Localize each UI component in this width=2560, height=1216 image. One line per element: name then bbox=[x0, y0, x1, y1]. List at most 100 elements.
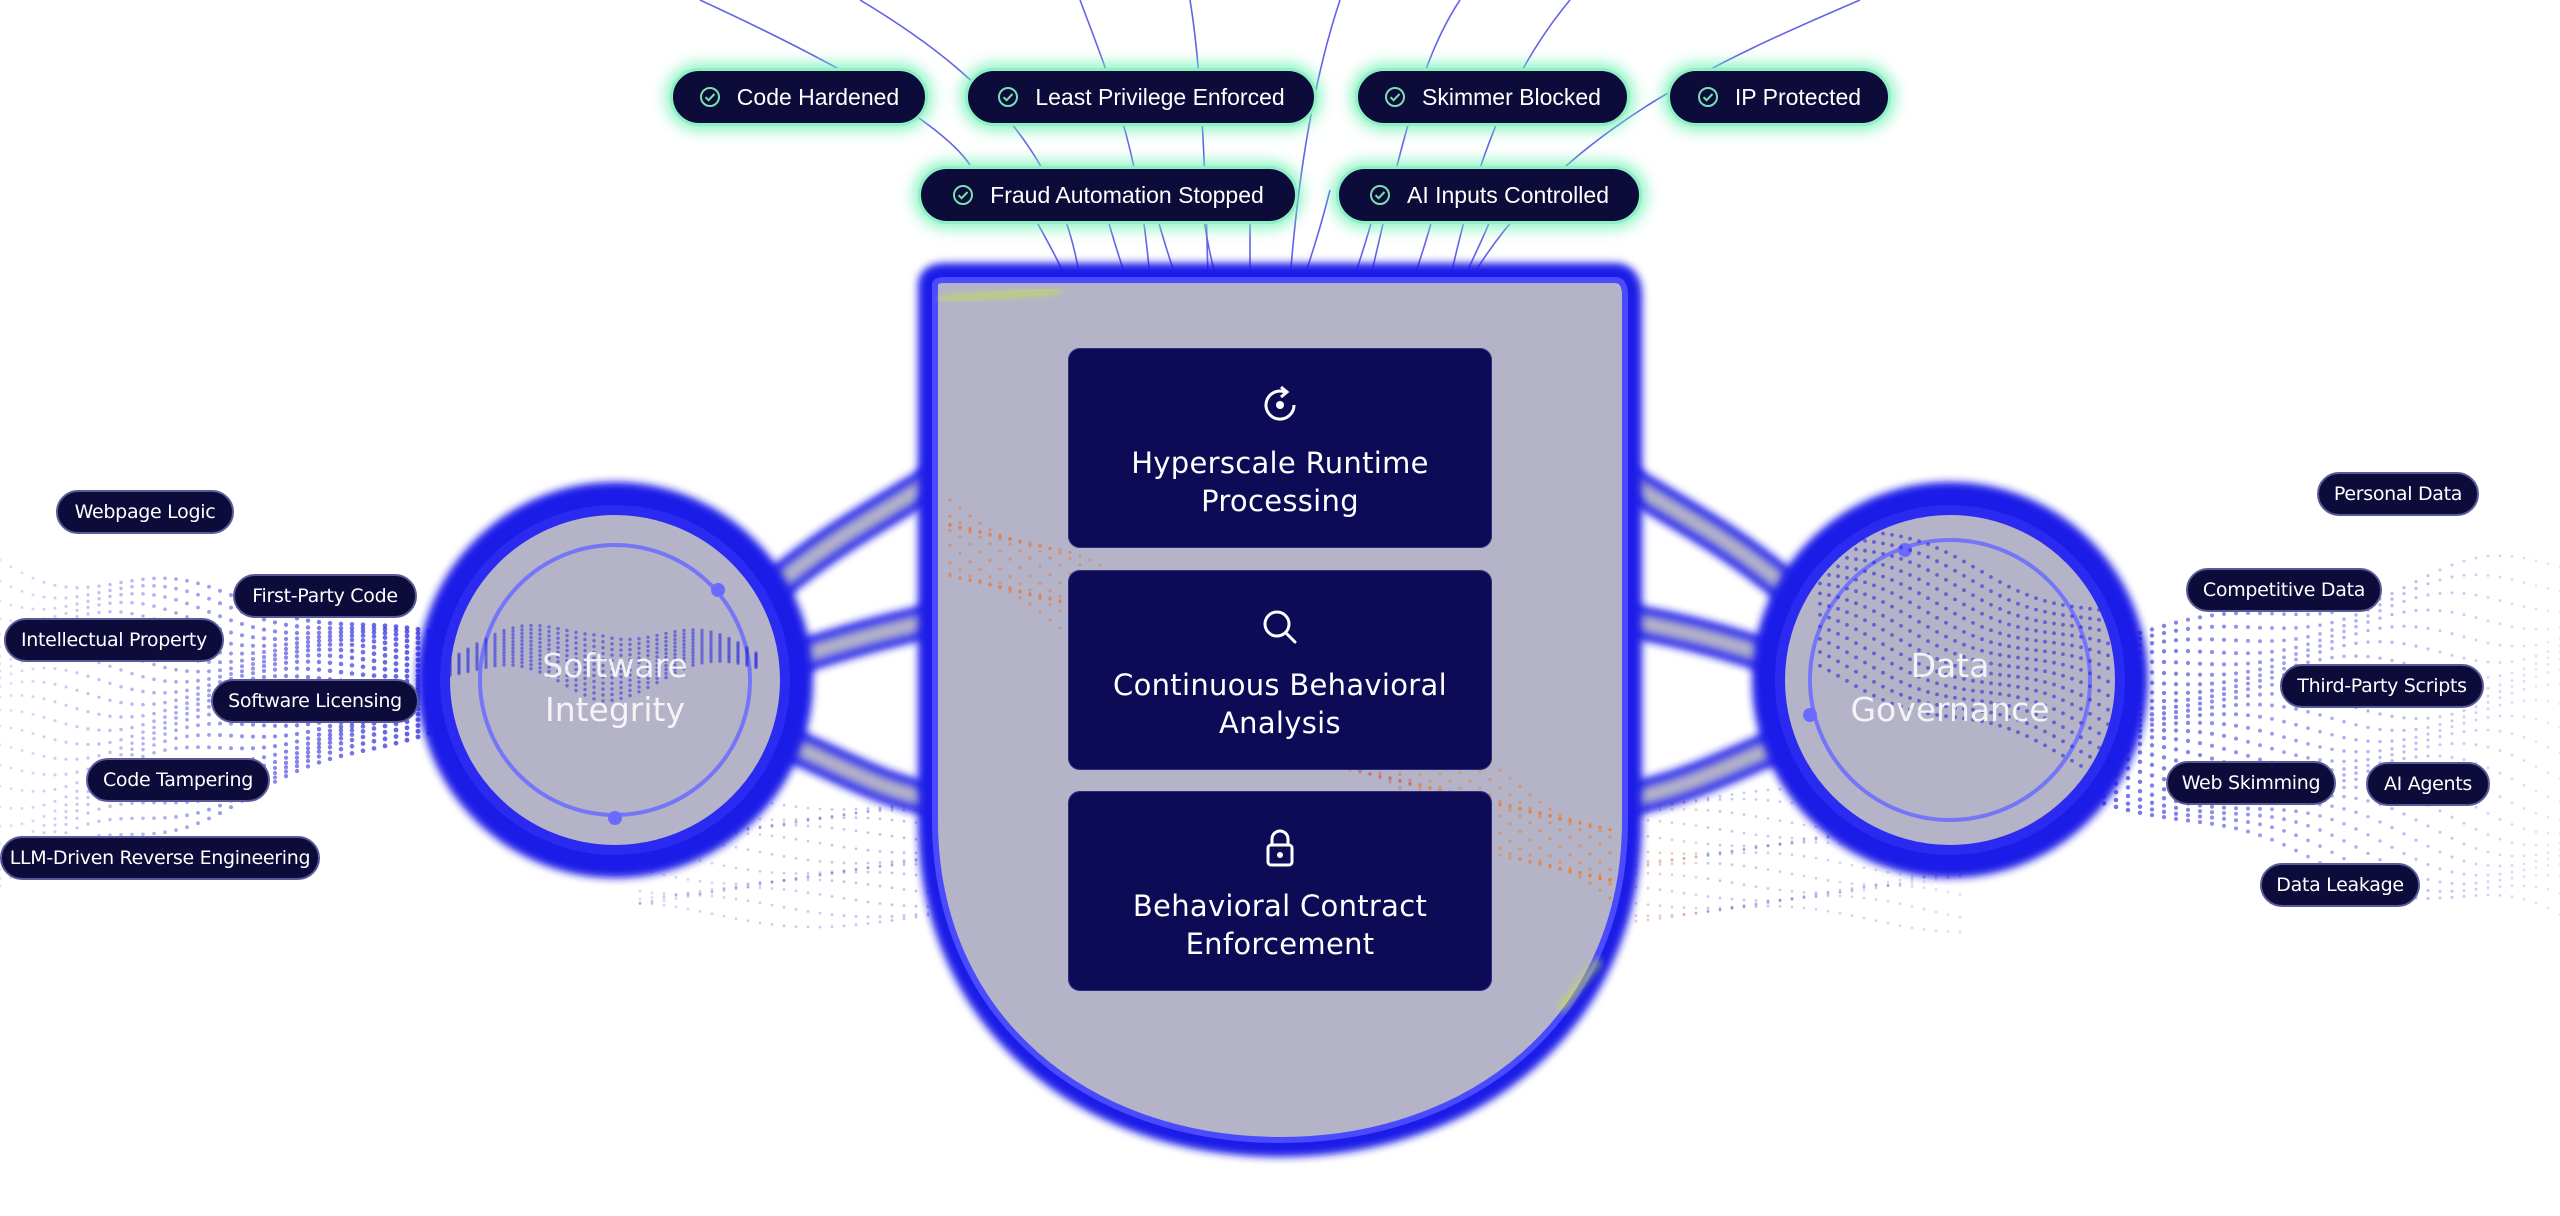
particle-dot bbox=[97, 819, 101, 823]
particle-dot bbox=[556, 626, 560, 631]
particle-dot bbox=[2438, 809, 2442, 813]
particle-dot bbox=[698, 879, 702, 883]
particle-dot bbox=[404, 656, 410, 662]
particle-dot bbox=[1568, 870, 1572, 874]
particle-dot bbox=[709, 651, 713, 656]
particle-dot bbox=[163, 732, 167, 736]
particle-dot bbox=[1368, 772, 1372, 777]
particle-dot bbox=[493, 649, 497, 654]
particle-dot bbox=[1428, 779, 1432, 783]
particle-dot bbox=[1578, 844, 1582, 848]
particle-dot bbox=[0, 884, 2, 888]
particle-dot bbox=[583, 654, 587, 658]
particle-dot bbox=[283, 642, 289, 647]
particle-dot bbox=[866, 848, 870, 852]
particle-dot bbox=[842, 869, 846, 873]
particle-dot bbox=[673, 633, 677, 638]
particle-dot bbox=[592, 691, 596, 695]
particle-dot bbox=[1670, 821, 1674, 824]
particle-dot bbox=[1854, 567, 1858, 572]
particle-dot bbox=[2474, 805, 2478, 809]
particle-dot bbox=[2161, 809, 2167, 814]
particle-dot bbox=[2546, 906, 2550, 910]
particle-dot bbox=[272, 775, 278, 780]
particle-dot bbox=[914, 913, 918, 917]
particle-dot bbox=[1838, 861, 1842, 864]
particle-dot bbox=[914, 821, 918, 824]
particle-dot bbox=[2318, 844, 2322, 848]
particle-dot bbox=[1802, 890, 1806, 894]
particle-dot bbox=[2173, 816, 2179, 822]
particle-dot bbox=[1438, 788, 1442, 792]
particle-dot bbox=[547, 625, 551, 629]
particle-dot bbox=[574, 678, 578, 682]
particle-dot bbox=[360, 629, 366, 635]
particle-dot bbox=[1730, 907, 1734, 910]
particle-dot bbox=[20, 806, 24, 810]
particle-dot bbox=[2402, 812, 2406, 816]
particle-dot bbox=[700, 640, 704, 644]
particle-dot bbox=[2270, 670, 2274, 675]
particle-dot bbox=[119, 816, 123, 821]
particle-dot bbox=[1048, 556, 1052, 560]
particle-dot bbox=[360, 633, 366, 639]
particle-dot bbox=[404, 633, 410, 639]
particle-dot bbox=[2426, 593, 2430, 597]
particle-dot bbox=[2185, 738, 2191, 743]
particle-dot bbox=[2450, 815, 2454, 819]
particle-dot bbox=[327, 653, 333, 658]
particle-dot bbox=[250, 722, 256, 727]
particle-dot bbox=[2378, 820, 2382, 824]
particle-dot bbox=[1814, 895, 1818, 898]
particle-dot bbox=[1862, 866, 1866, 869]
particle-dot bbox=[2161, 796, 2167, 801]
particle-dot bbox=[119, 802, 123, 806]
particle-dot bbox=[185, 813, 189, 818]
particle-dot bbox=[1730, 829, 1734, 833]
particle-dot bbox=[0, 743, 2, 746]
particle-dot bbox=[1418, 783, 1422, 787]
particle-dot bbox=[592, 644, 596, 649]
particle-dot bbox=[360, 734, 366, 740]
particle-dot bbox=[207, 683, 211, 688]
particle-dot bbox=[141, 832, 145, 836]
particle-dot bbox=[196, 821, 200, 826]
particle-dot bbox=[782, 823, 786, 826]
particle-dot bbox=[86, 710, 90, 714]
particle-dot bbox=[393, 624, 399, 629]
particle-dot bbox=[1670, 859, 1674, 862]
particle-dot bbox=[734, 886, 738, 889]
particle-dot bbox=[327, 732, 333, 738]
particle-dot bbox=[185, 711, 189, 716]
particle-dot bbox=[574, 646, 578, 650]
particle-dot bbox=[1694, 798, 1698, 802]
particle-dot bbox=[2390, 591, 2394, 596]
particle-dot bbox=[2474, 827, 2478, 831]
particle-dot bbox=[404, 625, 410, 631]
particle-dot bbox=[2173, 728, 2179, 733]
particle-dot bbox=[185, 589, 189, 594]
particle-dot bbox=[53, 809, 57, 813]
particle-dot bbox=[1694, 875, 1698, 879]
particle-dot bbox=[664, 647, 668, 652]
particle-dot bbox=[1706, 842, 1710, 846]
particle-dot bbox=[538, 636, 542, 641]
particle-dot bbox=[338, 621, 344, 627]
particle-dot bbox=[229, 733, 233, 738]
particle-dot bbox=[2209, 810, 2215, 815]
particle-dot bbox=[2534, 860, 2538, 863]
particle-dot bbox=[1694, 893, 1698, 897]
particle-dot bbox=[830, 826, 834, 830]
particle-dot bbox=[1694, 808, 1698, 812]
particle-dot bbox=[174, 577, 178, 581]
particle-dot bbox=[686, 878, 690, 881]
particle-dot bbox=[338, 736, 344, 741]
particle-dot bbox=[2402, 610, 2406, 614]
particle-dot bbox=[968, 514, 972, 518]
particle-dot bbox=[722, 882, 726, 885]
particle-dot bbox=[2534, 866, 2538, 869]
particle-dot bbox=[119, 684, 123, 689]
particle-dot bbox=[1028, 602, 1032, 606]
particle-dot bbox=[628, 678, 632, 682]
particle-dot bbox=[2234, 703, 2238, 707]
